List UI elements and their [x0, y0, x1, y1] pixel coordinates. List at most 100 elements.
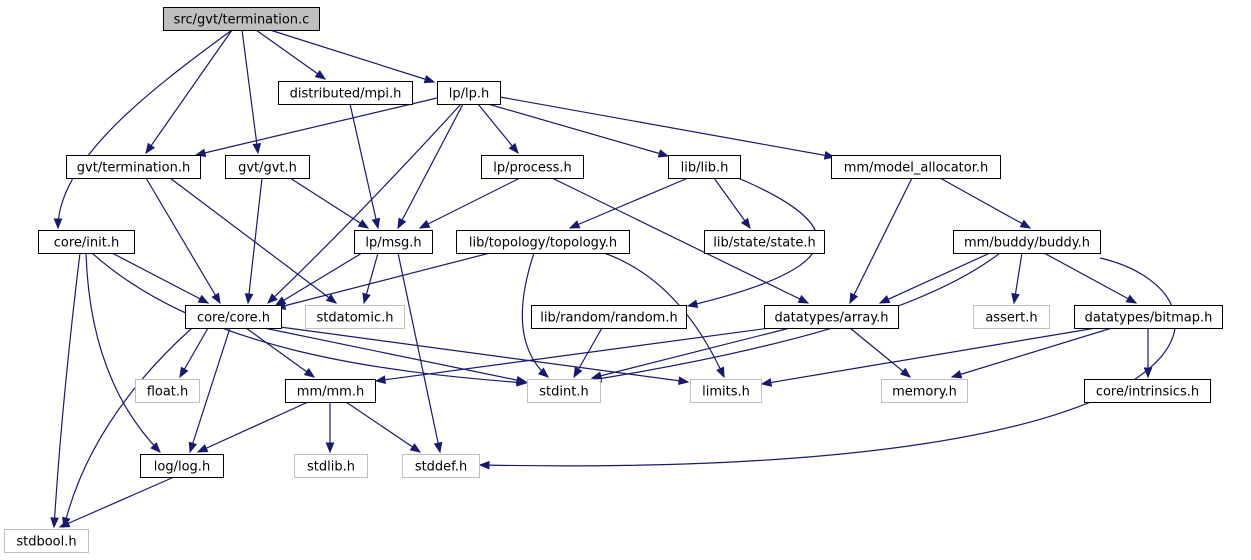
node-intrin[interactable]: core/intrinsics.h: [1084, 379, 1211, 403]
edge-mm-to-log: [196, 401, 309, 453]
node-box: [135, 379, 200, 403]
edge-line: [63, 327, 193, 528]
node-label: stdbool.h: [16, 535, 76, 550]
node-label: lp/process.h: [493, 161, 572, 176]
edge-buddy-to-bitmap: [1043, 252, 1138, 304]
arrow-head-icon: [325, 442, 335, 454]
edge-lp-to-alloc: [499, 96, 836, 160]
edge-termh-to-atomic: [169, 177, 338, 304]
edge-array-to-stdint: [590, 327, 791, 380]
edge-lp-to-lib: [487, 103, 670, 158]
edge-line: [521, 252, 549, 378]
node-box: [531, 305, 687, 329]
arrow-head-icon: [1143, 367, 1153, 379]
node-core[interactable]: core/core.h: [185, 305, 282, 329]
arrow-head-icon: [179, 366, 189, 379]
node-buddy[interactable]: mm/buddy/buddy.h: [953, 230, 1101, 254]
node-gvth[interactable]: gvt/gvt.h: [225, 155, 310, 179]
node-box: [4, 529, 89, 553]
edge-buddy-to-assert: [1011, 252, 1023, 305]
node-mpi[interactable]: distributed/mpi.h: [278, 81, 413, 105]
node-box: [140, 454, 224, 478]
node-topo[interactable]: lib/topology/topology.h: [456, 230, 630, 254]
edge-line: [111, 252, 209, 304]
edge-root-to-init: [53, 29, 233, 230]
node-bitmap[interactable]: datatypes/bitmap.h: [1074, 305, 1223, 329]
edge-line: [145, 177, 221, 304]
edge-line: [145, 29, 233, 154]
node-process[interactable]: lp/process.h: [481, 155, 584, 179]
edge-buddy-to-stddef: [478, 257, 1176, 470]
edge-lp-to-process: [477, 103, 519, 155]
node-box: [1084, 379, 1211, 403]
node-box: [527, 379, 601, 403]
arrow-head-icon: [423, 74, 436, 84]
edge-line: [59, 476, 175, 528]
edge-line: [85, 252, 161, 453]
edge-root-to-gvth: [241, 29, 262, 155]
edge-line: [269, 29, 435, 83]
edge-alloc-to-array: [849, 177, 913, 305]
node-memory: memory.h: [881, 379, 968, 403]
node-box: [690, 379, 762, 403]
edge-process-to-msg: [418, 177, 521, 229]
edge-init-to-core: [111, 252, 210, 304]
node-stddef: stddef.h: [402, 454, 480, 478]
edge-line: [479, 257, 1176, 467]
arrow-head-icon: [252, 143, 262, 155]
node-init[interactable]: core/init.h: [38, 230, 135, 254]
node-label: stdlib.h: [307, 460, 355, 475]
arrow-head-icon: [418, 219, 431, 229]
edge-line: [849, 177, 913, 304]
node-msg[interactable]: lp/msg.h: [354, 230, 433, 254]
edge-line: [275, 252, 491, 309]
edge-line: [551, 177, 809, 304]
edge-gvth-to-core: [244, 177, 263, 305]
node-root[interactable]: src/gvt/termination.c: [163, 7, 320, 31]
header-nodes: src/gvt/termination.c distributed/mpi.h lp…: [4, 7, 1223, 553]
arrow-head-icon: [849, 292, 859, 305]
node-limits: limits.h: [690, 379, 762, 403]
node-lp[interactable]: lp/lp.h: [437, 81, 501, 105]
arrow-head-icon: [740, 217, 751, 230]
arrow-head-icon: [433, 441, 443, 454]
edge-line: [499, 96, 835, 158]
node-alloc[interactable]: mm/model_allocator.h: [831, 155, 1001, 179]
node-label: distributed/mpi.h: [290, 87, 402, 102]
edge-root-to-mpi: [255, 29, 327, 80]
arrow-head-icon: [950, 370, 963, 379]
edge-line: [419, 177, 521, 229]
edge-bitmap-to-memory: [950, 327, 1113, 379]
edge-lp-to-msg: [397, 103, 464, 230]
node-label: lib/random/random.h: [540, 311, 677, 326]
node-termh[interactable]: gvt/termination.h: [66, 155, 201, 179]
node-box: [881, 379, 968, 403]
node-lib[interactable]: lib/lib.h: [668, 155, 741, 179]
edge-log-to-stdbool: [58, 476, 175, 528]
arrow-head-icon: [211, 292, 221, 305]
edge-line: [57, 29, 233, 229]
edge-line: [397, 252, 441, 453]
arrow-head-icon: [878, 295, 891, 304]
edge-line: [189, 327, 231, 453]
node-state[interactable]: lib/state/state.h: [704, 230, 825, 254]
node-log[interactable]: log/log.h: [140, 454, 224, 478]
edge-init-to-stdbool: [50, 252, 81, 529]
edge-core-to-limits: [279, 326, 690, 386]
node-box: [225, 155, 310, 179]
node-label: datatypes/bitmap.h: [1085, 311, 1213, 326]
node-box: [831, 155, 1001, 179]
edge-lp-to-core: [267, 103, 462, 304]
edge-line: [255, 29, 326, 80]
node-array[interactable]: datatypes/array.h: [764, 305, 899, 329]
arrow-head-icon: [371, 217, 381, 230]
node-mm[interactable]: mm/mm.h: [285, 379, 376, 403]
edge-line: [241, 29, 259, 154]
arrow-head-icon: [145, 142, 155, 155]
edge-msg-to-atomic: [362, 252, 379, 305]
arrow-head-icon: [515, 375, 528, 385]
edge-line: [951, 327, 1113, 378]
edge-buddy-to-array: [878, 252, 991, 304]
node-label: mm/mm.h: [297, 385, 364, 400]
node-random[interactable]: lib/random/random.h: [531, 305, 687, 329]
